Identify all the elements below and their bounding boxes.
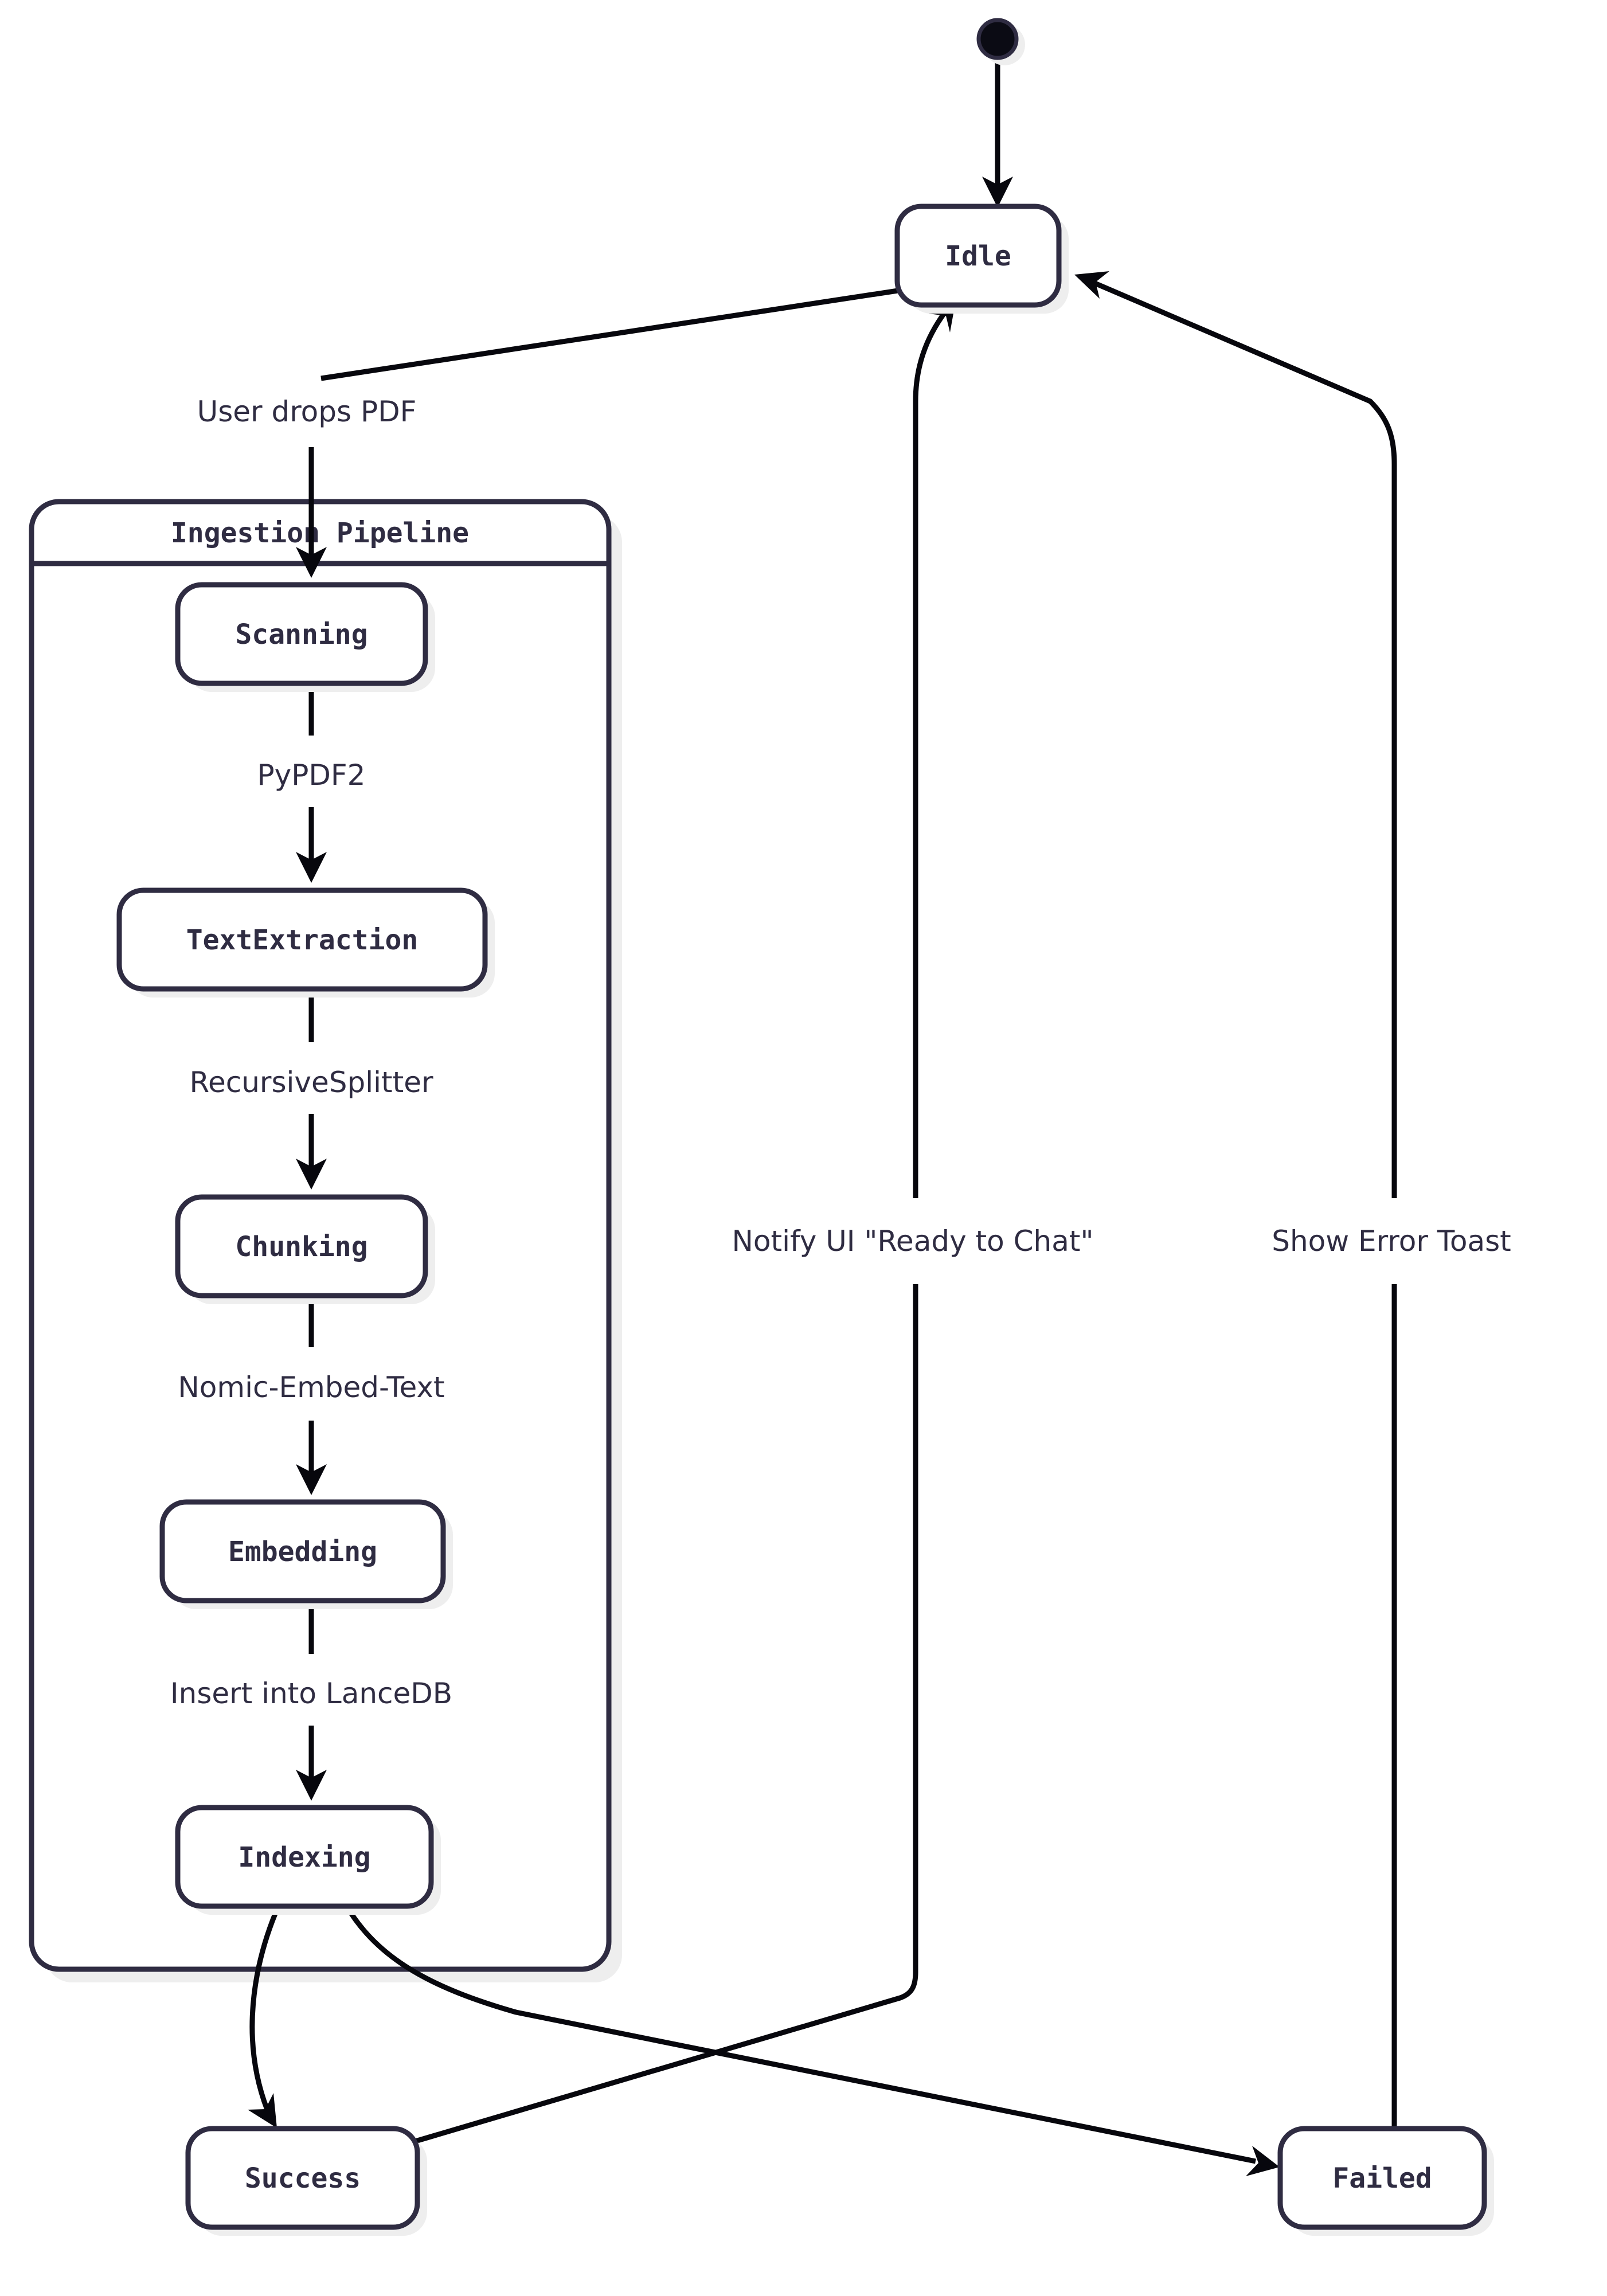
edge-indexing-to-failed (344, 1904, 1280, 2176)
embedding-label: Embedding (228, 1536, 377, 1568)
indexing-label: Indexing (238, 1841, 370, 1873)
edge-label-pypdf2: PyPDF2 (257, 758, 366, 792)
failed-label: Failed (1332, 2162, 1432, 2195)
success-label: Success (245, 2162, 361, 2195)
chunking-label: Chunking (235, 1231, 367, 1263)
edge-label-recursive-splitter: RecursiveSplitter (189, 1066, 433, 1099)
state-node-failed[interactable]: Failed (1277, 2126, 1494, 2236)
embedding-box (159, 1499, 446, 1603)
edge-idle-to-scanning (296, 288, 898, 578)
edge-failed-to-idle (1074, 271, 1397, 2128)
state-node-scanning[interactable]: Scanning (175, 582, 435, 692)
state-node-chunking[interactable]: Chunking (175, 1194, 435, 1304)
idle-box (894, 204, 1062, 308)
edge-label-user-drops-pdf: User drops PDF (197, 395, 417, 428)
edge-label-notify-ui-ready-to-chat: Notify UI "Ready to Chat" (732, 1225, 1094, 1258)
edge-start-to-idle (982, 58, 1013, 208)
failed-box (1277, 2126, 1487, 2230)
start-state-circle (976, 18, 1019, 60)
textextraction-box (116, 887, 488, 992)
idle-label: Idle (945, 240, 1011, 272)
edge-label-insert-into-lancedb: Insert into LanceDB (170, 1677, 452, 1710)
state-node-textextraction[interactable]: TextExtraction (116, 887, 495, 998)
composite-state-title: Ingestion Pipeline (171, 517, 469, 549)
success-box (185, 2126, 420, 2230)
state-node-embedding[interactable]: Embedding (159, 1499, 453, 1609)
edge-label-show-error-toast: Show Error Toast (1272, 1225, 1511, 1258)
chunking-box (175, 1194, 428, 1298)
edge-label-nomic-embed-text: Nomic-Embed-Text (178, 1371, 444, 1404)
state-node-success[interactable]: Success (185, 2126, 427, 2236)
indexing-box (175, 1805, 434, 1909)
state-node-indexing[interactable]: Indexing (175, 1805, 441, 1915)
scanning-label: Scanning (235, 619, 367, 651)
edge-indexing-to-success (248, 1904, 281, 2128)
scanning-box (175, 582, 428, 686)
start-state-node[interactable] (976, 18, 1025, 65)
textextraction-label: TextExtraction (186, 924, 419, 956)
state-node-idle[interactable]: Idle (894, 204, 1069, 314)
